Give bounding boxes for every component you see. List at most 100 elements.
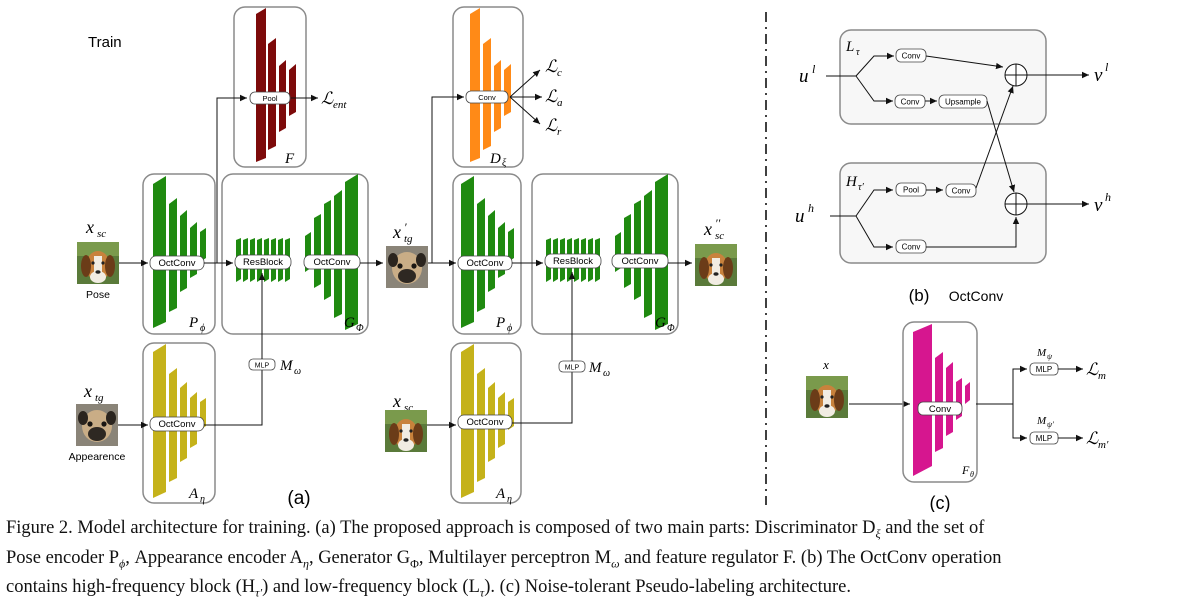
train-title: Train (88, 34, 122, 51)
L-ent-symbol: ℒ (321, 89, 334, 108)
octconv-block-a2 (457, 414, 513, 430)
G-label-2: G (655, 315, 666, 331)
x-input-label: x (822, 357, 829, 372)
mlp-label-a1: MLP (255, 363, 270, 370)
x-sc-2prime-subscript: sc (715, 230, 724, 242)
L-a-symbol: ℒ (545, 87, 558, 106)
pool-block-a (249, 91, 291, 105)
appearance-caption: Appearence (69, 451, 126, 463)
octconv-label-p2: OctConv (467, 258, 504, 269)
M-label-2: M (588, 360, 603, 376)
octconv-block-g2 (611, 253, 669, 269)
P-label-1: P (188, 315, 198, 331)
pose-encoder-box-1 (142, 173, 216, 335)
caption-line-1: Figure 2. Model architecture for trainin… (6, 518, 985, 541)
A-label-1: A (188, 486, 199, 502)
source-dog-image (77, 242, 119, 284)
L-ent-subscript: ent (333, 99, 347, 111)
A-label-2: A (495, 486, 506, 502)
H-tau-label: H (845, 174, 858, 190)
u-h-superscript: h (808, 201, 814, 215)
F-label: F (284, 151, 295, 167)
generator-box-1 (221, 173, 369, 335)
L-m-subscript: m (1098, 370, 1106, 382)
feature-regulator-layers (256, 8, 296, 162)
M-psi-label: M (1036, 347, 1047, 359)
octconv-block-g1 (303, 254, 361, 270)
panel-c-label: (c) (930, 493, 951, 512)
generator-box-2 (531, 173, 679, 335)
conv-label-c: Conv (929, 404, 951, 415)
L-c-symbol: ℒ (545, 57, 558, 76)
x-tg-label: x (83, 381, 92, 401)
M-label-1: M (279, 358, 294, 374)
pool-high-label: Pool (903, 186, 919, 195)
architecture-figure: Train Pool F ℒ ent Conv D ξ ℒ c ℒ a ℒ r … (69, 6, 1111, 512)
H-tau-subscript: τ′ (858, 182, 865, 193)
M-subscript-2: ω (603, 368, 610, 379)
conv-block-d (465, 90, 509, 104)
input-dog-image-c (806, 376, 848, 418)
x-sc-2prime-mark: ′′ (715, 216, 721, 230)
figure-caption: Figure 2. Model architecture for trainin… (6, 516, 1176, 605)
D-label: D (489, 151, 501, 167)
x-sc-subscript: sc (97, 228, 106, 240)
L-r-symbol: ℒ (545, 116, 558, 135)
octconv-label-a1: OctConv (159, 419, 196, 430)
panel-b-label: (b) (909, 286, 930, 305)
x-sc-label: x (85, 217, 94, 237)
generator-decoder-layers-1 (305, 174, 358, 330)
F-theta-subscript: θ (970, 470, 974, 479)
resblock-label-2: ResBlock (553, 256, 593, 267)
M-psi-subscript: ψ (1047, 352, 1053, 361)
pose-encoder-layers-1 (153, 176, 206, 328)
L-tau-label: L (845, 39, 854, 55)
pool-label-a: Pool (262, 94, 277, 103)
octconv-block-a1 (149, 416, 205, 432)
conv-low-bottom-label: Conv (901, 98, 920, 107)
pose-encoder-box-2 (452, 173, 522, 335)
discriminator-layers (470, 8, 511, 162)
mlp-label-a2: MLP (565, 365, 580, 372)
conv-label-d: Conv (478, 93, 496, 102)
D-subscript: ξ (502, 158, 507, 169)
x-tg-prime-subscript: tg (404, 233, 413, 245)
discriminator-box (452, 6, 524, 168)
L-m-prime-subscript: m′ (1098, 439, 1109, 451)
conv-low-top-label: Conv (902, 52, 921, 61)
conv-high-bottom-label: Conv (902, 243, 921, 252)
v-h-superscript: h (1105, 190, 1111, 204)
octconv-label-g2: OctConv (622, 256, 659, 267)
u-l-superscript: l (812, 62, 816, 76)
feature-extractor-layers (913, 324, 970, 476)
M-psi-prime-subscript: ψ′ (1047, 420, 1054, 429)
resblock-label-1: ResBlock (243, 257, 283, 268)
M-subscript-1: ω (294, 366, 301, 377)
P-label-2: P (495, 315, 505, 331)
panel-b-title: OctConv (949, 288, 1003, 304)
L-tau-subscript: τ (856, 47, 860, 58)
G-label-1: G (344, 315, 355, 331)
reconstructed-dog-image (695, 244, 737, 286)
caption-line-2: Pose encoder Pϕ, Appearance encoder Aη, … (6, 547, 1002, 571)
v-h-label: v (1094, 195, 1103, 216)
mlp-label-c1: MLP (1036, 365, 1052, 374)
u-h-label: u (795, 206, 805, 227)
feature-regulator-box (233, 6, 307, 168)
target-pug-image (76, 404, 118, 446)
upsample-label: Upsample (945, 98, 982, 107)
caption-line-3: contains high-frequency block (Hτ′) and … (6, 577, 851, 601)
x-sc-2prime-label: x (703, 219, 712, 239)
v-l-superscript: l (1105, 60, 1109, 74)
x-tg-prime-mark: ′ (404, 220, 407, 234)
resblock-block-2 (544, 253, 602, 269)
A-subscript-2: η (507, 494, 512, 505)
x-tg-subscript: tg (95, 392, 104, 404)
F-theta-label: F (961, 463, 970, 477)
conv-high-top (945, 183, 977, 198)
L-a-subscript: a (557, 97, 563, 109)
G-subscript-1: Φ (356, 323, 364, 334)
P-subscript-1: ϕ (200, 323, 205, 334)
L-r-subscript: r (557, 126, 562, 138)
octconv-label-g1: OctConv (314, 257, 351, 268)
